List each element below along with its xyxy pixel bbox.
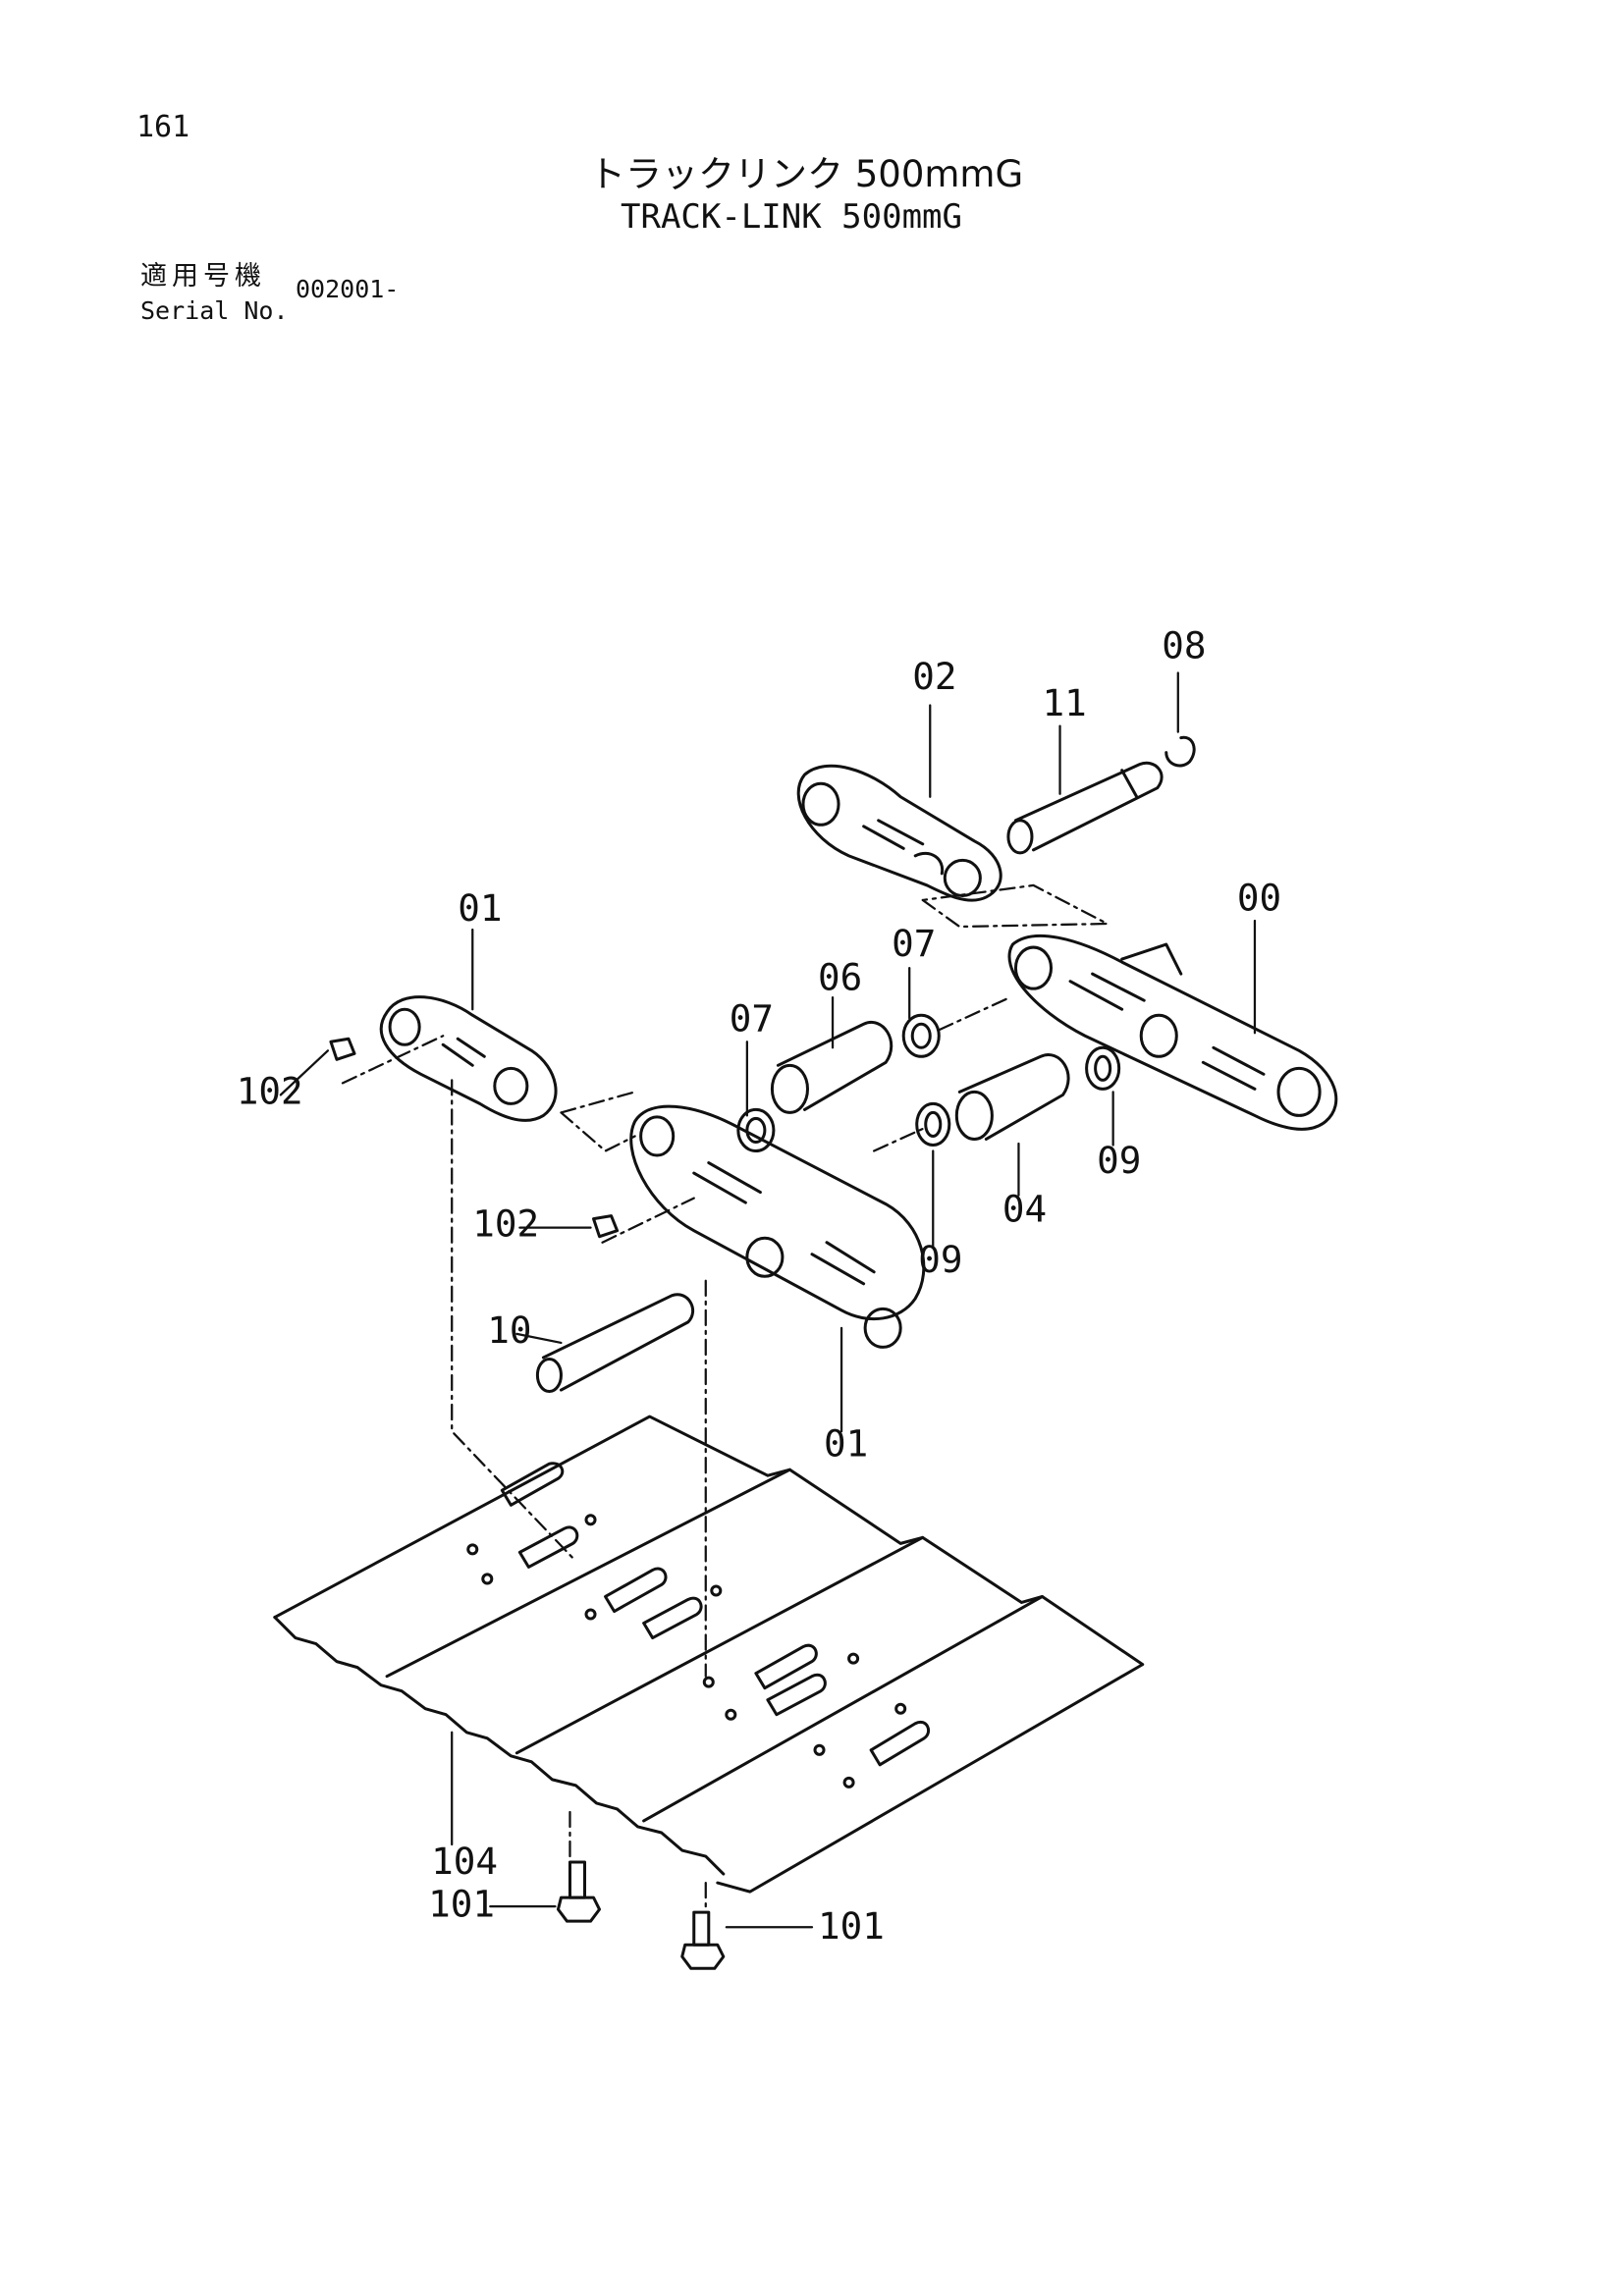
callout-01-top: 01: [458, 886, 502, 930]
callout-00: 00: [1237, 876, 1281, 919]
callout-10: 10: [487, 1308, 531, 1352]
callout-labels: 08 02 11 00 01 07 06 07 102 09 04 102 09…: [237, 623, 1281, 1948]
callout-11: 11: [1043, 681, 1087, 724]
part-08-snap-ring: [1164, 735, 1196, 768]
callout-07-lower: 07: [730, 997, 774, 1041]
serial-number-value: 002001-: [296, 275, 400, 303]
callout-07-upper: 07: [892, 922, 936, 965]
assembly-lines: [341, 883, 1109, 1914]
leader-lines: [279, 671, 1257, 1929]
part-09-seal-upper: [1085, 1045, 1121, 1091]
callout-08: 08: [1162, 623, 1206, 667]
part-00-link-assembly: [1007, 934, 1338, 1131]
part-04-bushing: [954, 1053, 1070, 1141]
part-10-pin: [535, 1293, 695, 1394]
part-02-track-link: [796, 764, 1002, 902]
part-101-bolt-left: [556, 1860, 602, 1923]
title-japanese: トラックリンク 500mmG: [589, 153, 1024, 195]
part-09-seal-lower: [915, 1101, 951, 1147]
part-07-seal-lower: [736, 1107, 776, 1153]
part-06-bushing: [770, 1021, 893, 1114]
callout-04: 04: [1002, 1188, 1047, 1231]
callout-102-lower: 102: [472, 1202, 539, 1246]
part-07-seal-upper: [901, 1013, 941, 1058]
callout-01-bottom: 01: [824, 1422, 868, 1466]
page-number: 161: [136, 110, 190, 144]
callout-09-upper: 09: [1097, 1139, 1141, 1182]
part-01-track-link-upper: [379, 995, 558, 1122]
part-102-nut-upper: [329, 1037, 356, 1061]
callout-101-left: 101: [428, 1883, 495, 1926]
callout-104: 104: [431, 1840, 498, 1883]
callout-09-lower: 09: [918, 1238, 962, 1281]
part-102-nut-lower: [592, 1214, 620, 1239]
callout-06: 06: [818, 956, 862, 999]
callout-02: 02: [912, 655, 956, 698]
part-104-track-shoe: [273, 1415, 1145, 1894]
title-english: TRACK-LINK 500mmG: [621, 197, 962, 237]
serial-label-english: Serial No.: [140, 296, 289, 325]
callout-102-upper: 102: [237, 1069, 303, 1112]
part-01-track-link-lower: [629, 1104, 926, 1349]
callout-101-right: 101: [818, 1904, 885, 1948]
part-11-pin: [1006, 761, 1164, 855]
serial-label-japanese: 適用号機: [140, 261, 266, 292]
part-101-bolt-right: [680, 1910, 726, 1970]
